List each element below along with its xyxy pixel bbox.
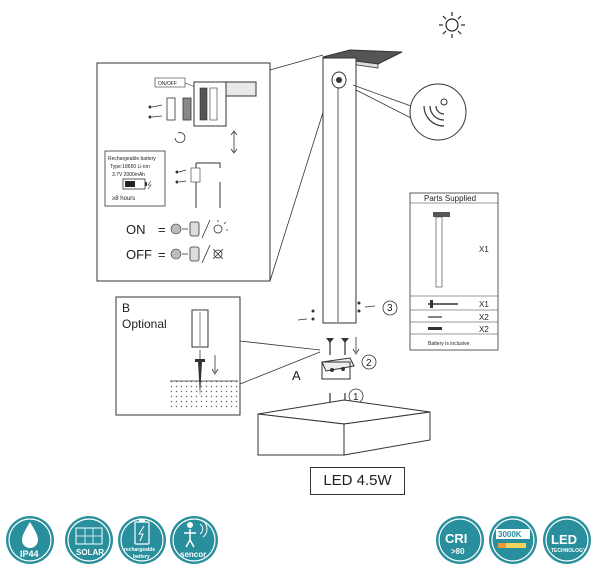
off-label: OFF (126, 247, 152, 262)
mounting-bracket: 2 A 1 (292, 337, 377, 405)
battery-compartment (193, 81, 257, 127)
cct-icon: 3000K (489, 516, 537, 564)
parts-title: Parts Supplied (424, 194, 476, 203)
sensor-text: sencor (180, 550, 206, 559)
step3-screws: 3 (297, 300, 398, 321)
battery-title: Rechargeable battery (108, 156, 156, 162)
on-label: ON (126, 222, 146, 237)
optional-title: Optional (122, 317, 167, 331)
battery-icon-small (122, 178, 152, 190)
equals-sign: = (158, 222, 166, 237)
battery-type: Type:18650 Li-ion (110, 164, 150, 170)
led-text: LED (551, 532, 577, 547)
battery-icon: rechargeable battery (118, 516, 166, 564)
label-a: A (292, 368, 301, 383)
ip44-droplet-icon: IP44 (6, 516, 54, 564)
solar-text: SOLAR (76, 548, 104, 557)
cct-text: 3000K (498, 530, 522, 539)
switch-label: ON/OFF (158, 81, 177, 87)
parts-qty-2: X1 (479, 300, 489, 309)
ground-slab (257, 399, 431, 456)
parts-qty-3: X2 (479, 313, 489, 322)
battery-text-2: battery (133, 554, 150, 560)
power-label: LED 4.5W (310, 467, 405, 495)
led-icon: LED TECHNOLOGY (543, 516, 591, 564)
light-bulb-off-icon (212, 248, 224, 260)
battery-rating: 3.7V 2000mAh (112, 172, 145, 178)
charge-time: ≥8 hours (112, 196, 135, 202)
on-switch-icon (170, 219, 211, 239)
parts-supplied-table: Parts Supplied X1 X1 X2 X2 Battery is in… (409, 192, 499, 351)
light-bulb-icon (213, 220, 228, 234)
optional-panel: B Optional (115, 296, 321, 416)
parts-note: Battery is inclusive (428, 341, 470, 347)
step2-number: 2 (366, 358, 372, 369)
cri-text: CRI (445, 531, 467, 546)
battery-text-1: rechargeable (124, 547, 155, 553)
step1-number: 1 (353, 392, 359, 403)
parts-qty-4: X2 (479, 325, 489, 334)
off-switch-icon (170, 244, 211, 264)
solar-panel-icon: SOLAR (65, 516, 113, 564)
optional-letter: B (122, 301, 130, 315)
ip44-text: IP44 (20, 549, 39, 559)
cri-value-text: >80 (451, 547, 465, 556)
cri-icon: CRI >80 (436, 516, 484, 564)
feature-badges: IP44 SOLAR rechargeable battery (6, 516, 591, 564)
step3-number: 3 (387, 303, 393, 314)
led-sub-text: TECHNOLOGY (551, 548, 587, 554)
screw-icon (148, 104, 163, 119)
detail-panel: ON/OFF Rechargeable battery Type:18650 L… (96, 54, 331, 282)
person-sensor-icon: sencor (170, 516, 218, 564)
parts-qty-1: X1 (479, 245, 489, 254)
sun-icon (439, 12, 465, 38)
equals-sign: = (158, 247, 166, 262)
bollard-post (322, 49, 412, 324)
motion-sensor-icon (409, 83, 467, 141)
